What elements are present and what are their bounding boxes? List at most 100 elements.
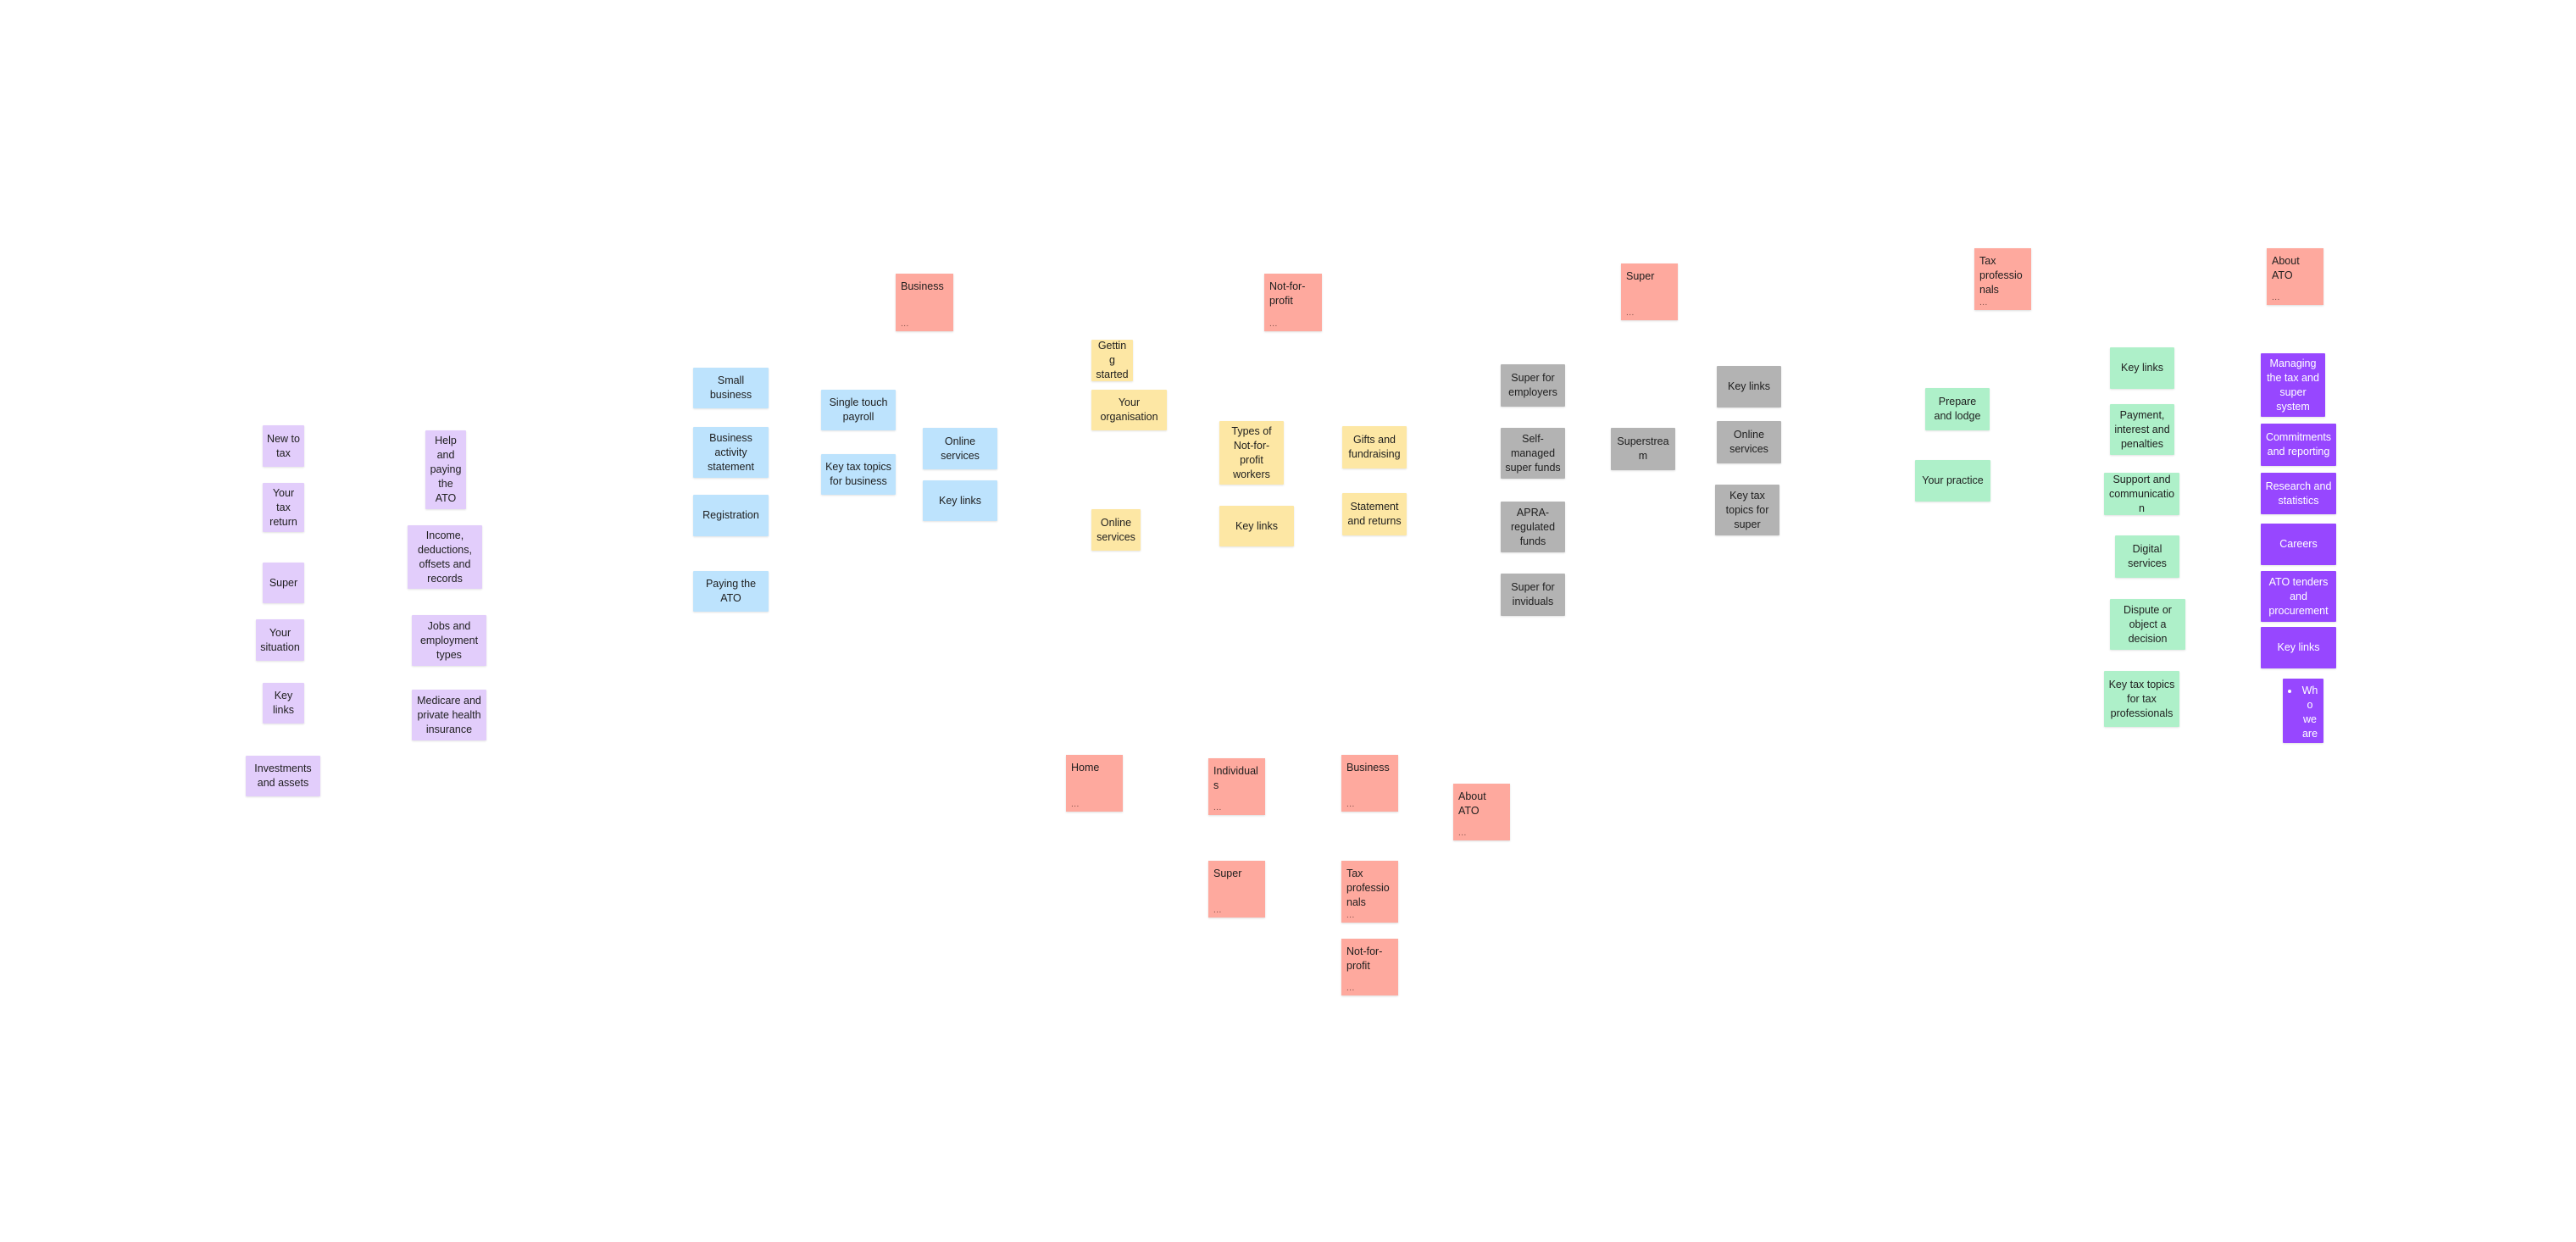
- sticky-prepare-and-lodge[interactable]: Prepare and lodge: [1925, 388, 1990, 430]
- sticky-payment-interest[interactable]: Payment, interest and penalties: [2110, 404, 2174, 455]
- sticky-superstream[interactable]: Superstream: [1611, 428, 1675, 470]
- page-card-title: Not-for-profit: [1346, 945, 1383, 972]
- sticky-your-tax-return[interactable]: Your tax return: [263, 483, 304, 532]
- nav-card-about-ato[interactable]: About ATO ...: [1453, 784, 1510, 840]
- sticky-online-services[interactable]: Online services: [923, 428, 997, 469]
- nav-card-individuals[interactable]: Individuals ...: [1208, 758, 1265, 815]
- sticky-label: Key tax topics for super: [1725, 489, 1769, 530]
- sticky-paying-the-ato[interactable]: Paying the ATO: [693, 571, 769, 612]
- page-card-not-for-profit[interactable]: Not-for-profit ...: [1264, 274, 1322, 331]
- sticky-small-business[interactable]: Small business: [693, 368, 769, 408]
- sticky-label: Online services: [1729, 429, 1768, 455]
- page-card-title: Home: [1071, 762, 1100, 773]
- sticky-label: Managing the tax and super system: [2267, 357, 2319, 413]
- sticky-label: Your practice: [1922, 474, 1984, 486]
- sticky-income-deductions[interactable]: Income, deductions, offsets and records: [408, 525, 482, 589]
- sticky-label: Prepare and lodge: [1934, 396, 1981, 422]
- sticky-super-for-individuals[interactable]: Super for inviduals: [1501, 574, 1565, 616]
- sticky-gifts-and-fundraising[interactable]: Gifts and fundraising: [1342, 426, 1407, 469]
- sticky-label: Key links: [272, 690, 294, 716]
- sticky-key-links[interactable]: Key links: [1219, 506, 1294, 546]
- sticky-label: Key links: [1235, 519, 1279, 532]
- ellipsis-icon: ...: [1071, 800, 1080, 809]
- sticky-managing-tax-and-super[interactable]: Managing the tax and super system: [2261, 353, 2325, 417]
- sticky-label: Super: [269, 576, 298, 589]
- sticky-single-touch-payroll[interactable]: Single touch payroll: [821, 390, 896, 430]
- bullet-item-who-we-are: Who we are: [2300, 684, 2320, 741]
- sticky-commitments-and-reporting[interactable]: Commitments and reporting: [2261, 424, 2336, 466]
- sticky-jobs-and-employment[interactable]: Jobs and employment types: [412, 615, 486, 666]
- sticky-key-links[interactable]: Key links: [2261, 627, 2336, 668]
- sticky-label: Careers: [2279, 538, 2318, 550]
- page-card-title: Tax professionals: [1979, 255, 2023, 296]
- page-card-title: Tax professionals: [1346, 868, 1390, 908]
- sticky-key-links[interactable]: Key links: [2110, 347, 2174, 389]
- sticky-new-to-tax[interactable]: New to tax: [263, 425, 304, 467]
- sticky-registration[interactable]: Registration: [693, 495, 769, 536]
- sticky-your-practice[interactable]: Your practice: [1915, 460, 1990, 502]
- sticky-key-tax-topics-super[interactable]: Key tax topics for super: [1715, 485, 1779, 535]
- sticky-key-links[interactable]: Key links: [923, 480, 997, 521]
- sticky-label: Getting started: [1096, 340, 1129, 380]
- sticky-types-of-workers[interactable]: Types of Not-for-profit workers: [1219, 421, 1284, 485]
- sticky-support-and-communication[interactable]: Support and communication: [2104, 473, 2179, 515]
- nav-card-home[interactable]: Home ...: [1066, 755, 1123, 812]
- sticky-digital-services[interactable]: Digital services: [2115, 535, 2179, 578]
- ellipsis-icon: ...: [1213, 906, 1222, 915]
- nav-card-super[interactable]: Super ...: [1208, 861, 1265, 918]
- sticky-key-links[interactable]: Key links: [263, 683, 304, 724]
- sticky-label: Jobs and employment types: [419, 619, 479, 661]
- sticky-who-we-are[interactable]: Who we are: [2283, 679, 2323, 743]
- sticky-investments-and-assets[interactable]: Investments and assets: [246, 756, 320, 796]
- sticky-help-and-paying[interactable]: Help and paying the ATO: [425, 430, 466, 509]
- sticky-label: Income, deductions, offsets and records: [418, 529, 472, 585]
- nav-card-business[interactable]: Business ...: [1341, 755, 1398, 812]
- sticky-label: Super for employers: [1508, 372, 1557, 398]
- sticky-research-and-statistics[interactable]: Research and statistics: [2261, 473, 2336, 514]
- sticky-key-links[interactable]: Key links: [1717, 366, 1781, 408]
- sticky-label: Statement and returns: [1347, 501, 1402, 527]
- bullet-list: Who we are: [2286, 684, 2320, 741]
- sticky-key-tax-topics-tax-professionals[interactable]: Key tax topics for tax professionals: [2104, 671, 2179, 727]
- ellipsis-icon: ...: [1213, 803, 1222, 812]
- sticky-label: Small business: [709, 374, 752, 401]
- sticky-label: Investments and assets: [254, 762, 312, 789]
- sticky-dispute-or-object[interactable]: Dispute or object a decision: [2110, 599, 2185, 650]
- sticky-medicare[interactable]: Medicare and private health insurance: [412, 690, 486, 740]
- sticky-key-tax-topics-business[interactable]: Key tax topics for business: [821, 454, 896, 495]
- page-card-about-ato[interactable]: About ATO ...: [2267, 248, 2323, 305]
- sticky-online-services[interactable]: Online services: [1091, 509, 1141, 551]
- nav-card-tax-professionals[interactable]: Tax professionals ...: [1341, 861, 1398, 923]
- page-card-business[interactable]: Business ...: [896, 274, 953, 331]
- nav-card-not-for-profit[interactable]: Not-for-profit ...: [1341, 939, 1398, 995]
- page-card-super[interactable]: Super ...: [1621, 263, 1678, 320]
- sticky-super-for-employers[interactable]: Super for employers: [1501, 364, 1565, 407]
- sticky-label: Digital services: [2128, 543, 2167, 569]
- sticky-label: Super for inviduals: [1511, 581, 1555, 607]
- sticky-label: Online services: [1096, 516, 1135, 543]
- sticky-label: Key tax topics for tax professionals: [2108, 678, 2175, 719]
- sticky-self-managed-super-funds[interactable]: Self-managed super funds: [1501, 428, 1565, 479]
- sticky-label: APRA-regulated funds: [1510, 506, 1556, 547]
- page-card-title: Business: [1346, 762, 1390, 773]
- sticky-label: Registration: [702, 509, 759, 521]
- sticky-label: Types of Not-for-profit workers: [1231, 424, 1272, 480]
- sticky-label: Online services: [941, 435, 980, 462]
- sticky-label: New to tax: [267, 432, 300, 459]
- sticky-online-services[interactable]: Online services: [1717, 421, 1781, 463]
- ellipsis-icon: ...: [901, 319, 909, 329]
- sticky-label: ATO tenders and procurement: [2268, 575, 2329, 617]
- sticky-bas[interactable]: Business activity statement: [693, 427, 769, 478]
- sticky-statement-and-returns[interactable]: Statement and returns: [1342, 493, 1407, 535]
- sticky-your-situation[interactable]: Your situation: [256, 619, 304, 661]
- sticky-careers[interactable]: Careers: [2261, 524, 2336, 565]
- sticky-getting-started[interactable]: Getting started: [1091, 340, 1133, 381]
- sticky-label: Single touch payroll: [829, 396, 888, 423]
- sticky-super[interactable]: Super: [263, 563, 304, 603]
- sticky-label: Key links: [938, 494, 982, 507]
- sticky-ato-tenders[interactable]: ATO tenders and procurement: [2261, 571, 2336, 622]
- sticky-apra-regulated-funds[interactable]: APRA-regulated funds: [1501, 502, 1565, 552]
- sticky-your-organisation[interactable]: Your organisation: [1091, 390, 1167, 430]
- page-card-tax-professionals[interactable]: Tax professionals ...: [1974, 248, 2031, 310]
